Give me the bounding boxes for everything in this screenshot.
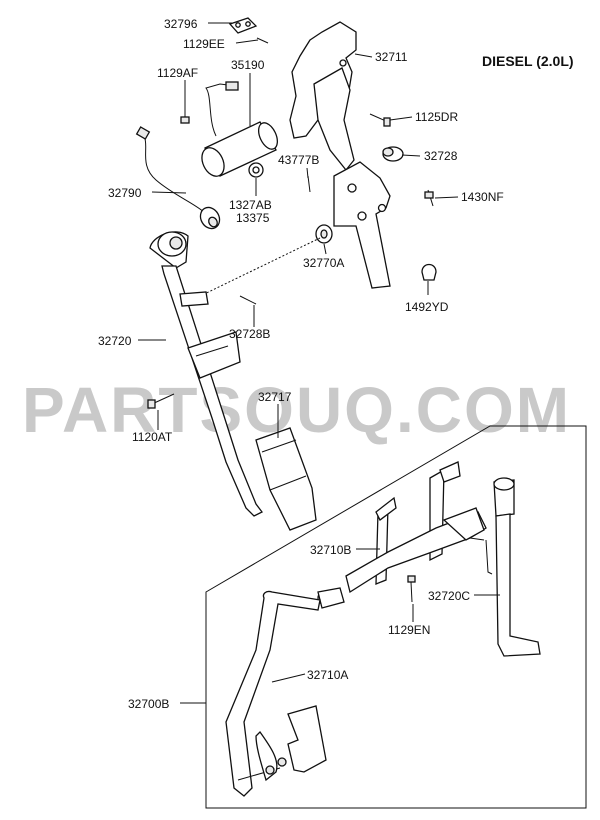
bolt-1129EN — [407, 575, 416, 603]
label-1129EN[interactable]: 1129EN — [388, 623, 430, 637]
label-1492YD[interactable]: 1492YD — [405, 300, 449, 314]
label-32720C[interactable]: 32720C — [428, 589, 470, 603]
watermark: PARTSOUQ.COM — [22, 374, 571, 446]
pivot-shaft — [179, 237, 321, 307]
label-32728[interactable]: 32728 — [424, 149, 458, 163]
label-1129EE[interactable]: 1129EE — [183, 37, 225, 51]
label-32700B[interactable]: 32700B — [128, 697, 169, 711]
variant-title: DIESEL (2.0L) — [482, 53, 574, 69]
stopper-1492YD — [421, 263, 437, 281]
pedal-bracket — [333, 161, 391, 289]
label-32770A[interactable]: 32770A — [303, 256, 344, 270]
screw-1129EE — [256, 37, 269, 44]
bolt-1120AT — [147, 393, 175, 409]
gasket-32796 — [228, 17, 258, 34]
pedal-arm-32720C — [469, 477, 541, 657]
pedal-pad-32717 — [255, 427, 317, 531]
bolt-1125DR — [369, 113, 391, 127]
pedal-arm-32710A — [225, 587, 345, 797]
label-1125DR[interactable]: 1125DR — [415, 110, 458, 124]
label-32711[interactable]: 32711 — [375, 50, 408, 64]
label-13375[interactable]: 13375 — [236, 211, 270, 225]
label-35190[interactable]: 35190 — [231, 58, 265, 72]
label-43777B[interactable]: 43777B — [278, 153, 319, 167]
label-1120AT[interactable]: 1120AT — [132, 430, 173, 444]
bracket-32710B — [345, 461, 487, 594]
clip-1430NF — [424, 189, 434, 207]
screw-32728B — [239, 295, 257, 305]
harness-32790 — [135, 126, 221, 230]
label-32728B[interactable]: 32728B — [229, 327, 270, 341]
label-32790[interactable]: 32790 — [108, 186, 142, 200]
label-32710B[interactable]: 32710B — [310, 543, 351, 557]
label-32717[interactable]: 32717 — [258, 390, 292, 404]
sensor-35190 — [201, 81, 279, 177]
kit-frame-32700B — [205, 425, 587, 809]
bushing-32770A — [315, 224, 333, 244]
nut-1327AB — [248, 162, 264, 178]
label-32720[interactable]: 32720 — [98, 334, 132, 348]
stopper-32728 — [382, 146, 404, 162]
bracket-32711 — [289, 21, 357, 172]
label-1327AB[interactable]: 1327AB — [229, 198, 272, 212]
screw-43777B — [307, 175, 311, 193]
label-32796[interactable]: 32796 — [164, 17, 198, 31]
leader-lines — [138, 22, 500, 704]
label-32710A[interactable]: 32710A — [307, 668, 348, 682]
bolt-1129AF — [180, 103, 190, 124]
label-1430NF[interactable]: 1430NF — [461, 190, 504, 204]
label-1129AF[interactable]: 1129AF — [157, 66, 198, 80]
pedal-pad-lower — [287, 705, 327, 773]
pedal-arm-32720 — [149, 231, 263, 517]
